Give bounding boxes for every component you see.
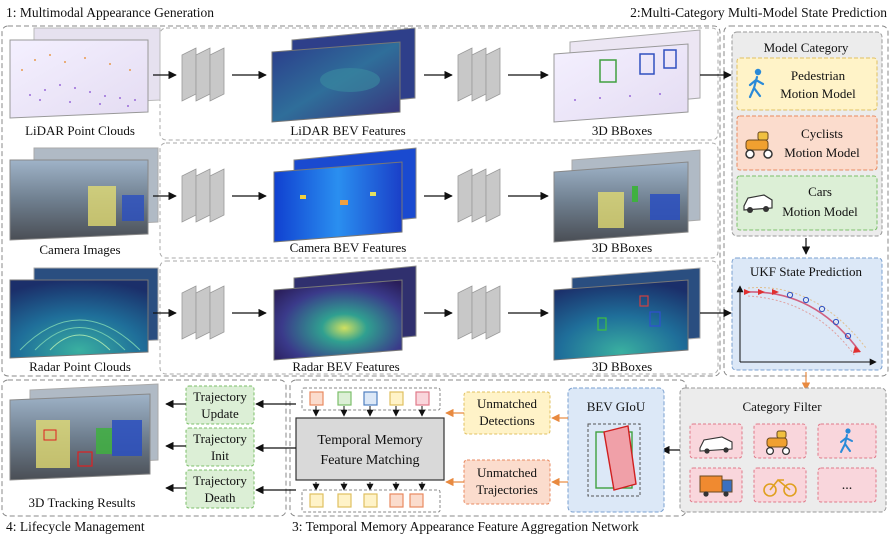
- unmatched-detections-2: Detections: [479, 413, 535, 428]
- tracking-results-label: 3D Tracking Results: [29, 495, 136, 510]
- memory-tokens-top: [301, 387, 441, 411]
- unmatched-detections-1: Unmatched: [477, 396, 537, 411]
- tracking-results-image: [9, 383, 159, 481]
- trajectory-death-1: Trajectory: [193, 473, 247, 488]
- trajectory-init-1: Trajectory: [193, 431, 247, 446]
- scooter-icon: [745, 131, 773, 159]
- filter-pedestrian[interactable]: [817, 423, 877, 459]
- radar-3d-bboxes-image: [553, 267, 701, 361]
- lifecycle-output-arrows: [165, 399, 186, 493]
- camera-bev-features-image: [273, 147, 417, 243]
- filter-scooter-icon: [765, 430, 791, 456]
- ukf-trajectory-plot: [736, 285, 877, 366]
- camera-detection-head-icon: [457, 168, 501, 223]
- cars-label-1: Cars: [808, 184, 832, 199]
- trajectory-update-1: Trajectory: [193, 389, 247, 404]
- model-category-title: Model Category: [764, 40, 849, 55]
- cyclists-label-1: Cyclists: [801, 126, 843, 141]
- pedestrian-label-1: Pedestrian: [791, 68, 846, 83]
- pedestrian-label-2: Motion Model: [780, 86, 856, 101]
- filter-pedestrian-icon: [840, 428, 853, 453]
- camera-encoder-icon: [181, 168, 225, 223]
- trajectory-init-box[interactable]: [185, 427, 255, 467]
- filter-car-icon: [699, 436, 733, 454]
- section-3-frame: [289, 379, 687, 517]
- lidar-input-label: LiDAR Point Clouds: [25, 123, 135, 138]
- camera-input-label: Camera Images: [39, 242, 120, 257]
- section-1-frame: [1, 25, 721, 377]
- pedestrian-motion-model[interactable]: [736, 57, 878, 111]
- filter-bicycle-icon: [763, 478, 797, 497]
- memory-tokens-bottom: [301, 489, 441, 513]
- bev-giou-title: BEV GIoU: [587, 399, 646, 414]
- temporal-memory-label-2: Feature Matching: [320, 453, 419, 468]
- radar-bev-features-image: [273, 265, 417, 361]
- filter-more-label: ...: [842, 478, 853, 493]
- giou-boxes-graphic: [587, 423, 641, 497]
- row-frame-camera: [159, 142, 719, 259]
- section-4-frame: [1, 379, 287, 517]
- unmatched-trajectories-2: Trajectories: [476, 482, 538, 497]
- camera-bev-label: Camera BEV Features: [290, 240, 407, 255]
- unmatched-trajectories-1: Unmatched: [477, 465, 537, 480]
- lidar-bboxes-label: 3D BBoxes: [592, 123, 652, 138]
- lidar-detection-head-icon: [457, 47, 501, 102]
- trajectory-death-box[interactable]: [185, 469, 255, 509]
- cars-label-2: Motion Model: [782, 204, 858, 219]
- filter-more[interactable]: [817, 467, 877, 503]
- cyclists-label-2: Motion Model: [784, 145, 860, 160]
- lidar-3d-bboxes-image: [553, 29, 701, 123]
- trajectory-death-2: Death: [204, 490, 236, 505]
- section-4-title: 4: Lifecycle Management: [6, 519, 145, 534]
- temporal-memory-feature-matching[interactable]: [295, 417, 445, 481]
- lidar-encoder-icon: [181, 47, 225, 102]
- lidar-bev-label: LiDAR BEV Features: [290, 123, 405, 138]
- memory-tokens-top-cells: [309, 391, 430, 406]
- section-2-title: 2:Multi-Category Multi-Model State Predi…: [630, 5, 887, 20]
- trajectory-update-2: Update: [201, 406, 239, 421]
- row-frame-radar: [159, 260, 719, 375]
- filter-truck-icon: [699, 475, 733, 497]
- memory-top-arrows: [312, 406, 426, 417]
- camera-bboxes-label: 3D BBoxes: [592, 240, 652, 255]
- section-3-title: 3: Temporal Memory Appearance Feature Ag…: [292, 519, 639, 534]
- camera-input-image: [9, 147, 159, 241]
- radar-detection-head-icon: [457, 285, 501, 340]
- trajectory-update-box[interactable]: [185, 385, 255, 425]
- radar-encoder-icon: [181, 285, 225, 340]
- temporal-memory-label-1: Temporal Memory: [317, 433, 422, 448]
- memory-tokens-bottom-cells: [309, 493, 424, 508]
- camera-3d-bboxes-image: [553, 149, 701, 243]
- filter-bicycle[interactable]: [753, 467, 807, 503]
- radar-bboxes-label: 3D BBoxes: [592, 359, 652, 374]
- pedestrian-icon: [748, 68, 765, 99]
- car-icon: [743, 194, 773, 213]
- ukf-title: UKF State Prediction: [750, 264, 862, 279]
- cars-motion-model[interactable]: [736, 175, 878, 231]
- radar-bev-label: Radar BEV Features: [292, 359, 399, 374]
- lidar-input-image: [9, 27, 161, 119]
- lidar-bev-features-image: [271, 27, 416, 123]
- radar-input-image: [9, 267, 159, 359]
- category-filter-title: Category Filter: [742, 399, 822, 414]
- section-1-title: 1: Multimodal Appearance Generation: [6, 5, 214, 20]
- memory-bottom-arrows: [312, 482, 426, 491]
- radar-input-label: Radar Point Clouds: [29, 359, 131, 374]
- trajectory-init-2: Init: [211, 448, 229, 463]
